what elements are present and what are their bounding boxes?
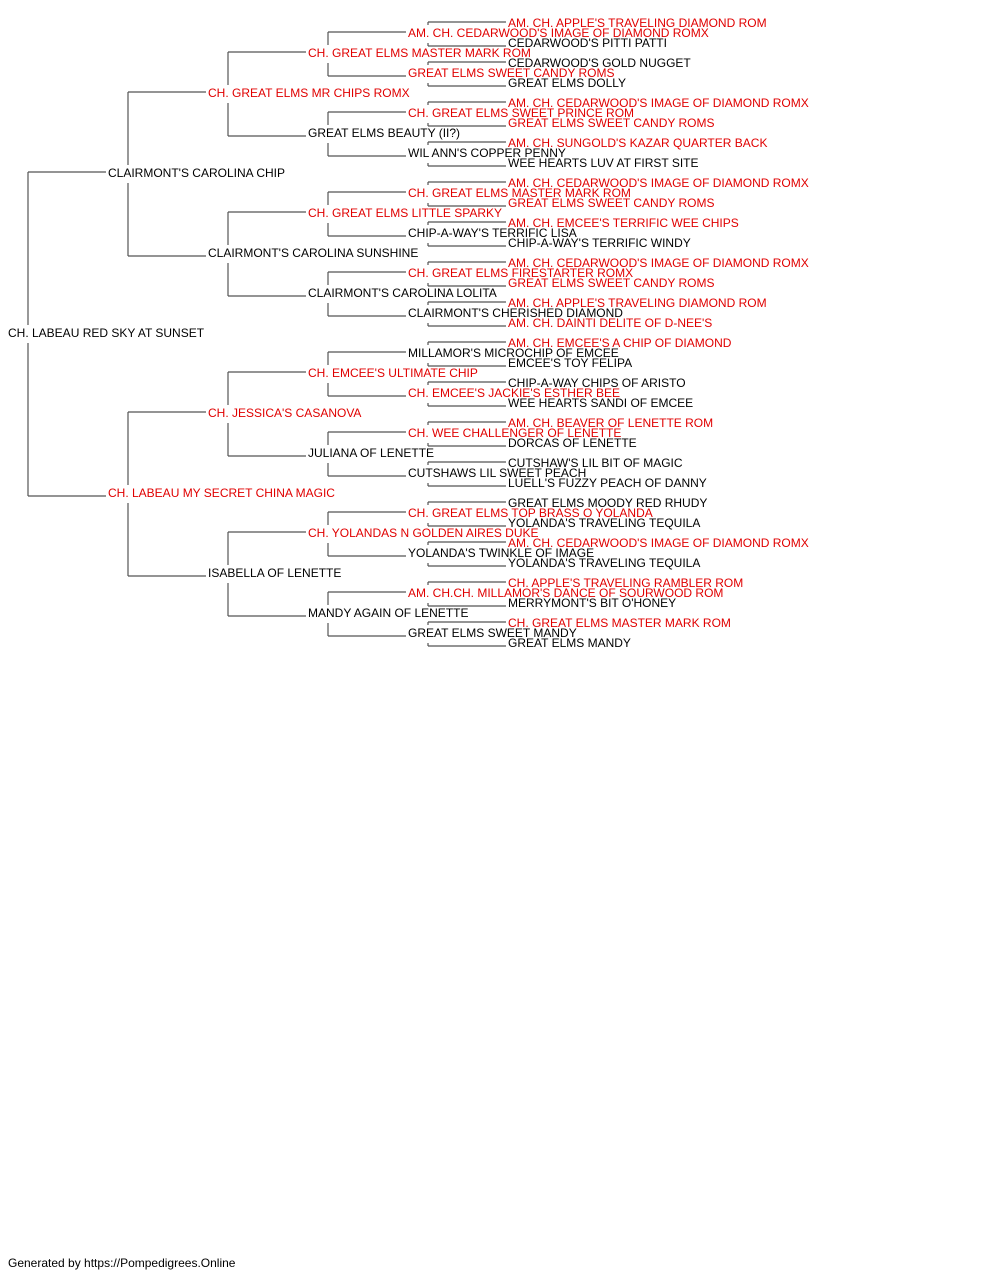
pedigree-node: CH. LABEAU MY SECRET CHINA MAGIC (108, 486, 335, 500)
pedigree-node: AM. CH.CH. MILLAMOR'S DANCE OF SOURWOOD … (408, 586, 723, 600)
pedigree-node: CH. LABEAU RED SKY AT SUNSET (8, 326, 205, 340)
pedigree-node: AM. CH. CEDARWOOD'S IMAGE OF DIAMOND ROM… (508, 176, 809, 190)
footer-credit: Generated by https://Pompedigrees.Online (8, 1256, 236, 1270)
pedigree-node: YOLANDA'S TRAVELING TEQUILA (508, 556, 700, 570)
pedigree-node: GREAT ELMS SWEET CANDY ROMS (408, 66, 614, 80)
pedigree-node: AM. CH. APPLE'S TRAVELING DIAMOND ROM (508, 16, 767, 30)
pedigree-node: CH. EMCEE'S ULTIMATE CHIP (308, 366, 478, 380)
pedigree-node: AM. CH. CEDARWOOD'S IMAGE OF DIAMOND ROM… (408, 26, 709, 40)
pedigree-node: GREAT ELMS BEAUTY (II?) (308, 126, 460, 140)
pedigree-node: YOLANDA'S TRAVELING TEQUILA (508, 516, 700, 530)
pedigree-node: LUELL'S FUZZY PEACH OF DANNY (508, 476, 707, 490)
pedigree-node: AM. CH. DAINTI DELITE OF D-NEE'S (508, 316, 712, 330)
pedigree-node: CLAIRMONT'S CAROLINA SUNSHINE (208, 246, 418, 260)
pedigree-node: AM. CH. SUNGOLD'S KAZAR QUARTER BACK (508, 136, 767, 150)
pedigree-node: DORCAS OF LENETTE (508, 436, 637, 450)
pedigree-node: GREAT ELMS MANDY (508, 636, 631, 650)
pedigree-node: AM. CH. CEDARWOOD'S IMAGE OF DIAMOND ROM… (508, 536, 809, 550)
pedigree-node: CLAIRMONT'S CAROLINA LOLITA (308, 286, 497, 300)
pedigree-node: CUTSHAW'S LIL BIT OF MAGIC (508, 456, 683, 470)
pedigree-node: EMCEE'S TOY FELIPA (508, 356, 632, 370)
pedigree-node: CH. JESSICA'S CASANOVA (208, 406, 361, 420)
pedigree-node: ISABELLA OF LENETTE (208, 566, 341, 580)
pedigree-node: CH. GREAT ELMS LITTLE SPARKY (308, 206, 502, 220)
pedigree-node: CH. GREAT ELMS TOP BRASS O YOLANDA (408, 506, 653, 520)
pedigree-node: AM. CH. EMCEE'S A CHIP OF DIAMOND (508, 336, 732, 350)
pedigree-node: CLAIRMONT'S CAROLINA CHIP (108, 166, 285, 180)
pedigree-node: CH. GREAT ELMS FIRESTARTER ROMX (408, 266, 633, 280)
pedigree-node: AM. CH. CEDARWOOD'S IMAGE OF DIAMOND ROM… (508, 96, 809, 110)
pedigree-node: GREAT ELMS SWEET CANDY ROMS (508, 196, 714, 210)
pedigree-node: CHIP-A-WAY'S TERRIFIC LISA (408, 226, 577, 240)
pedigree-node: CH. GREAT ELMS MASTER MARK ROM (308, 46, 531, 60)
pedigree-node: GREAT ELMS MOODY RED RHUDY (508, 496, 707, 510)
pedigree-node: CH. YOLANDAS N GOLDEN AIRES DUKE (308, 526, 539, 540)
pedigree-node: CH. EMCEE'S JACKIE'S ESTHER BEE (408, 386, 620, 400)
pedigree-node: CH. GREAT ELMS MASTER MARK ROM (508, 616, 731, 630)
pedigree-node: WIL ANN'S COPPER PENNY (408, 146, 566, 160)
pedigree-node: CH. APPLE'S TRAVELING RAMBLER ROM (508, 576, 743, 590)
pedigree-node: CH. WEE CHALLENGER OF LENETTE (408, 426, 621, 440)
pedigree-node: CHIP-A-WAY'S TERRIFIC WINDY (508, 236, 691, 250)
pedigree-node: GREAT ELMS SWEET CANDY ROMS (508, 116, 714, 130)
pedigree-node: CHIP-A-WAY CHIPS OF ARISTO (508, 376, 686, 390)
pedigree-node: GREAT ELMS SWEET MANDY (408, 626, 577, 640)
pedigree-node: JULIANA OF LENETTE (308, 446, 434, 460)
pedigree-node: CUTSHAWS LIL SWEET PEACH (408, 466, 586, 480)
pedigree-node: YOLANDA'S TWINKLE OF IMAGE (408, 546, 594, 560)
pedigree-node: CH. GREAT ELMS MASTER MARK ROM (408, 186, 631, 200)
pedigree-node: AM. CH. BEAVER OF LENETTE ROM (508, 416, 713, 430)
pedigree-node: CH. GREAT ELMS SWEET PRINCE ROM (408, 106, 634, 120)
pedigree-node: CLAIRMONT'S CHERISHED DIAMOND (408, 306, 623, 320)
pedigree-node: GREAT ELMS DOLLY (508, 76, 626, 90)
pedigree-node: CH. GREAT ELMS MR CHIPS ROMX (208, 86, 410, 100)
pedigree-node: WEE HEARTS SANDI OF EMCEE (508, 396, 693, 410)
pedigree-node: AM. CH. CEDARWOOD'S IMAGE OF DIAMOND ROM… (508, 256, 809, 270)
pedigree-node: AM. CH. EMCEE'S TERRIFIC WEE CHIPS (508, 216, 739, 230)
pedigree-node: MANDY AGAIN OF LENETTE (308, 606, 468, 620)
pedigree-node: CEDARWOOD'S PITTI PATTI (508, 36, 667, 50)
pedigree-node: CEDARWOOD'S GOLD NUGGET (508, 56, 691, 70)
pedigree-node: GREAT ELMS SWEET CANDY ROMS (508, 276, 714, 290)
pedigree-node: WEE HEARTS LUV AT FIRST SITE (508, 156, 699, 170)
pedigree-node: AM. CH. APPLE'S TRAVELING DIAMOND ROM (508, 296, 767, 310)
pedigree-node: MERRYMONT'S BIT O'HONEY (508, 596, 676, 610)
pedigree-node: MILLAMOR'S MICROCHIP OF EMCEE (408, 346, 619, 360)
